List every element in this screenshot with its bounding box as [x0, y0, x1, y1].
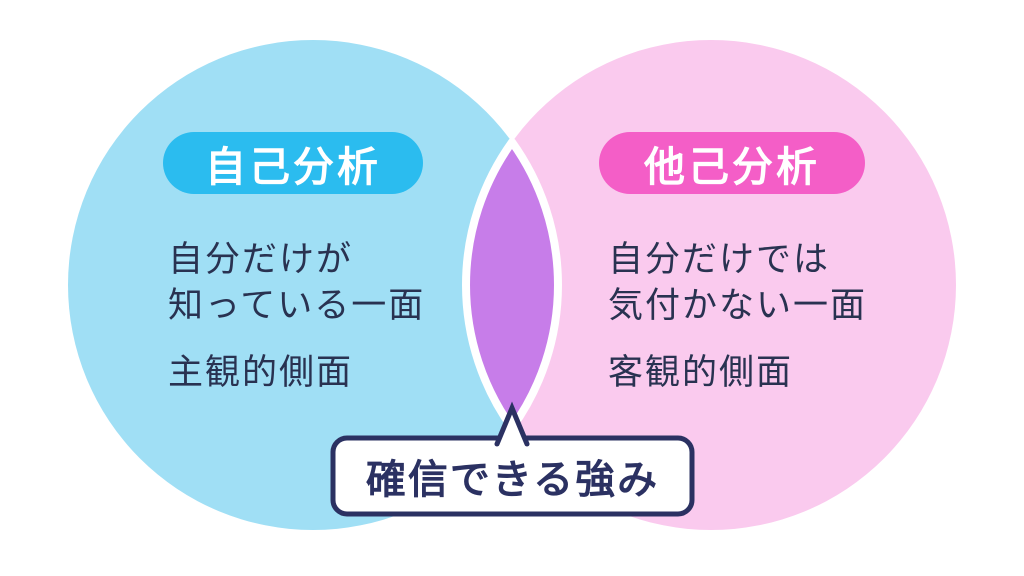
right-circle-line-2: 気付かない一面 — [608, 286, 868, 326]
overlap-callout-label: 確信できる強み — [365, 457, 660, 503]
left-circle-title: 自己分析 — [205, 143, 381, 191]
right-circle-line-1: 自分だけでは — [608, 240, 831, 280]
left-circle-line-2: 知っている一面 — [168, 286, 426, 326]
right-circle-title: 他己分析 — [644, 143, 820, 191]
right-circle-subtitle: 客観的側面 — [608, 353, 794, 393]
left-circle-title-pill: 自己分析 — [163, 132, 423, 194]
left-circle-subtitle: 主観的側面 — [168, 353, 354, 393]
callout-tail-shape — [494, 401, 530, 447]
right-circle-title-pill: 他己分析 — [599, 132, 865, 194]
left-circle-line-1: 自分だけが — [168, 240, 354, 280]
